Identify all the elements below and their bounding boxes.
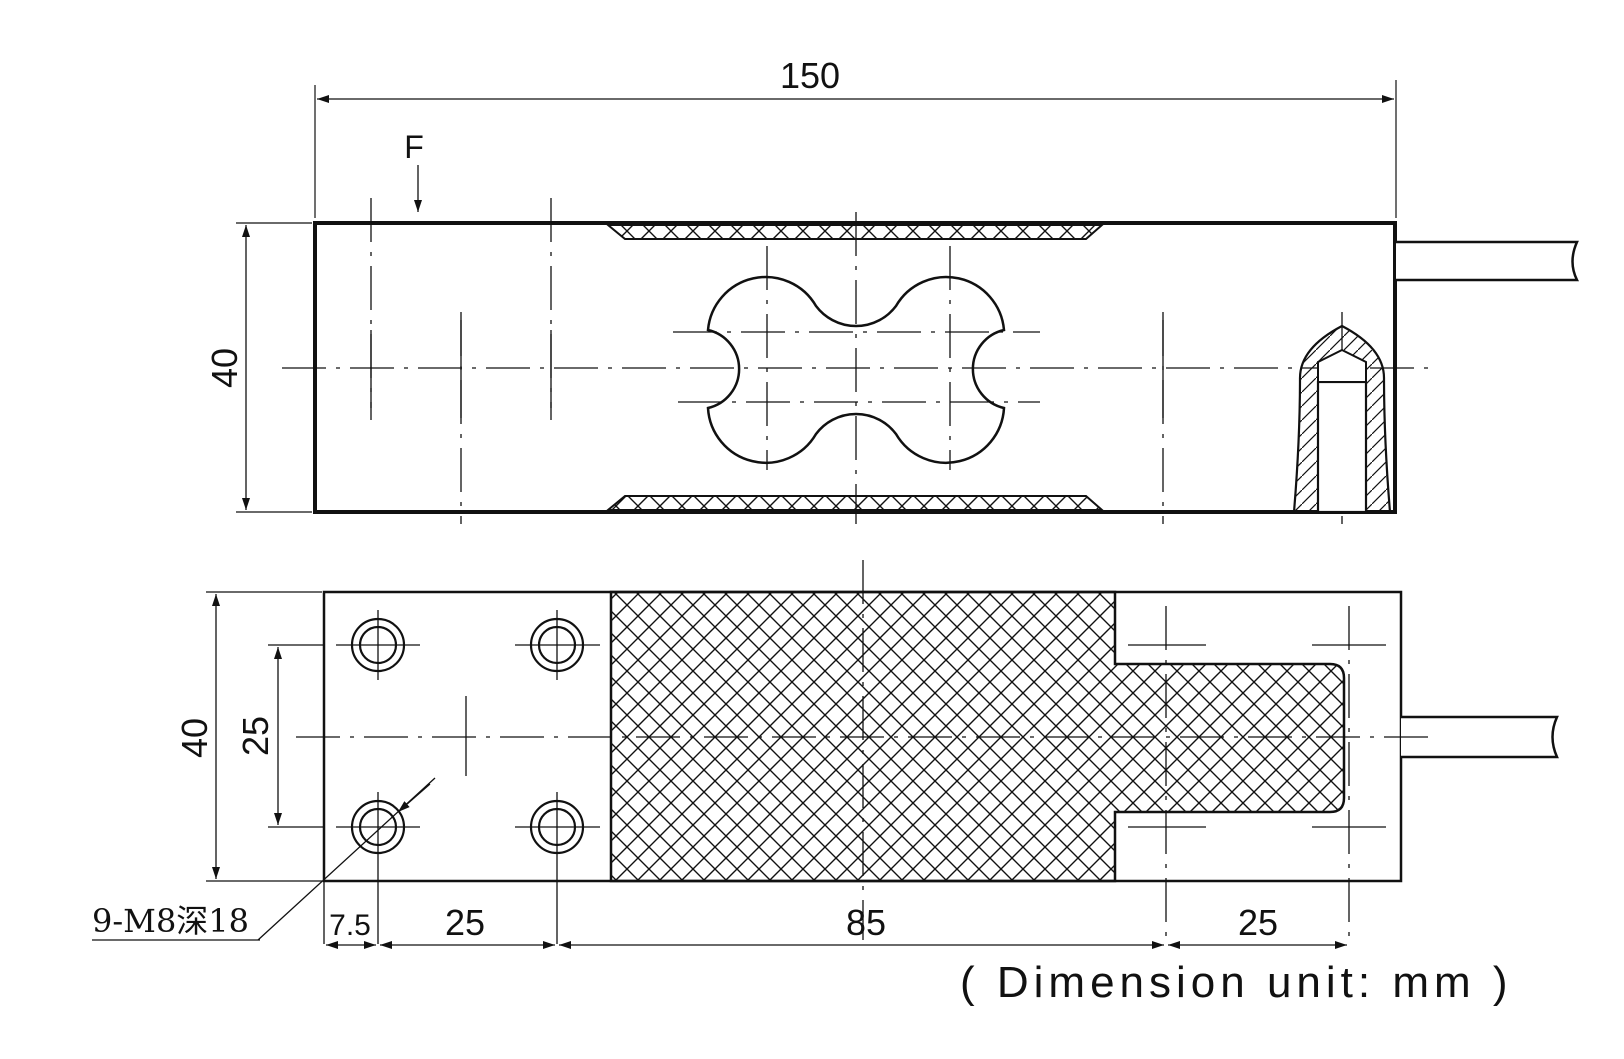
hole-callout-text: 9-M8深18 bbox=[92, 902, 249, 940]
threaded-hole-bore bbox=[1316, 380, 1368, 514]
dimension-text-top-40: 40 bbox=[204, 348, 245, 388]
dimension-text-left-25: 25 bbox=[445, 902, 485, 943]
dimension-text-85: 85 bbox=[846, 902, 886, 943]
bottom-view: 40 25 bbox=[92, 560, 1559, 949]
hatched-strip-bottom bbox=[605, 495, 1105, 511]
hatched-strip-top bbox=[605, 224, 1105, 240]
threaded-hole-tip bbox=[1317, 348, 1367, 383]
center-ticks-bottom bbox=[323, 610, 1386, 944]
center-lines-bottom bbox=[296, 560, 1432, 944]
top-view: 150 F 40 bbox=[204, 55, 1580, 524]
hole-callout-arrow bbox=[397, 783, 431, 813]
dimension-text-150: 150 bbox=[780, 55, 840, 96]
unit-note: ( Dimension unit: mm ) bbox=[960, 958, 1513, 1007]
dimension-text-right-25: 25 bbox=[1238, 902, 1278, 943]
cable-top bbox=[1396, 240, 1580, 282]
cable-bottom bbox=[1401, 715, 1559, 759]
center-ticks-top bbox=[370, 320, 1164, 418]
dimension-text-7-5: 7.5 bbox=[329, 909, 371, 942]
dimension-text-bottom-40: 40 bbox=[174, 718, 215, 758]
force-label: F bbox=[404, 129, 424, 165]
dimension-text-hole-25: 25 bbox=[235, 716, 276, 756]
